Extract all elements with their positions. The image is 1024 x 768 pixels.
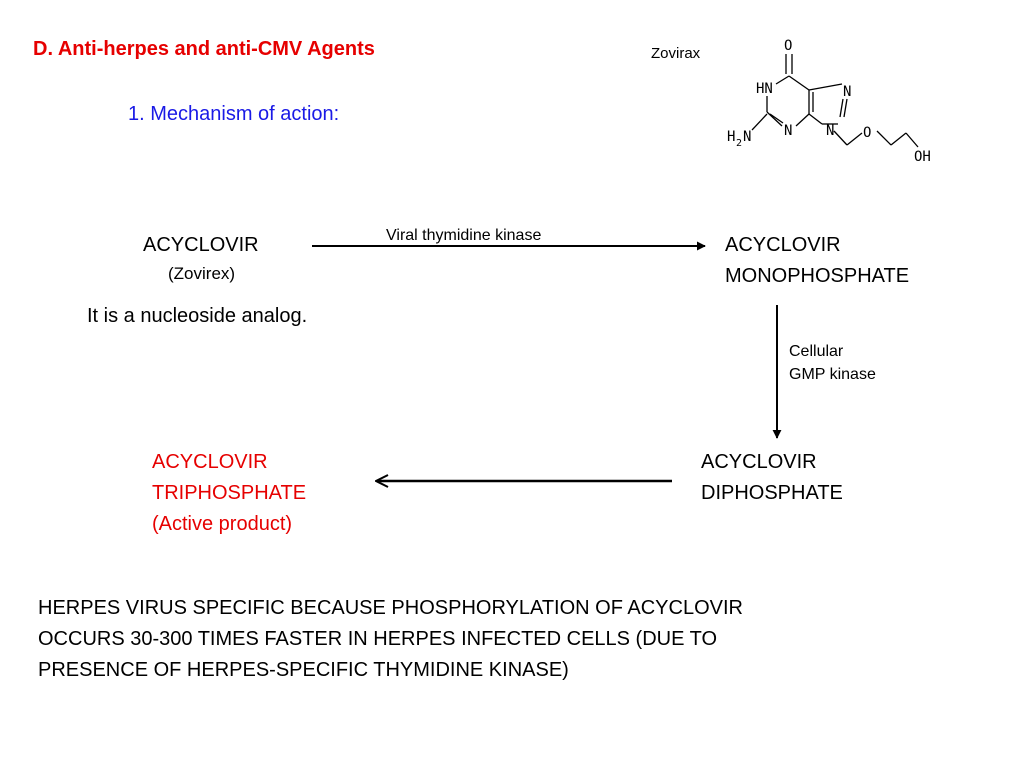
atom-amine-subscript: 2 bbox=[736, 138, 742, 149]
node-triphosphate-line1: ACYCLOVIR bbox=[152, 451, 268, 473]
atom-o-carbonyl: O bbox=[784, 38, 792, 54]
atom-hn: HN bbox=[756, 81, 773, 97]
node-diphosphate-line1: ACYCLOVIR bbox=[701, 451, 817, 473]
node-triphosphate-line2: TRIPHOSPHATE bbox=[152, 482, 307, 504]
atom-n-link: N bbox=[826, 123, 834, 139]
nucleoside-analog-note: It is a nucleoside analog. bbox=[87, 305, 308, 327]
node-acyclovir-name: ACYCLOVIR bbox=[143, 234, 259, 256]
atom-amine-n: N bbox=[743, 129, 751, 145]
enzyme-gmp-kinase-line2: GMP kinase bbox=[789, 366, 876, 383]
acyclovir-structure bbox=[751, 54, 919, 148]
node-acyclovir-brand: (Zovirex) bbox=[168, 264, 236, 283]
node-monophosphate-line1: ACYCLOVIR bbox=[725, 234, 841, 256]
atom-amine-h: H bbox=[727, 129, 735, 145]
section-subtitle: 1. Mechanism of action: bbox=[128, 103, 340, 125]
slide-title: D. Anti-herpes and anti-CMV Agents bbox=[33, 38, 375, 60]
node-monophosphate: ACYCLOVIR MONOPHOSPHATE bbox=[725, 230, 909, 292]
node-diphosphate-line2: DIPHOSPHATE bbox=[701, 482, 843, 504]
node-monophosphate-line2: MONOPHOSPHATE bbox=[725, 265, 910, 287]
enzyme-gmp-kinase: Cellular GMP kinase bbox=[789, 340, 876, 386]
atom-n-right: N bbox=[843, 84, 851, 100]
node-acyclovir: ACYCLOVIR bbox=[143, 230, 259, 261]
specificity-line-1: HERPES VIRUS SPECIFIC BECAUSE PHOSPHORYL… bbox=[38, 597, 743, 619]
atom-oh: OH bbox=[914, 149, 931, 165]
node-triphosphate-active-label: (Active product) bbox=[152, 513, 293, 535]
atom-n-ring: N bbox=[784, 123, 792, 139]
atom-o-ether: O bbox=[863, 125, 871, 141]
node-triphosphate: ACYCLOVIR TRIPHOSPHATE (Active product) bbox=[152, 447, 306, 540]
enzyme-gmp-kinase-line1: Cellular bbox=[789, 343, 844, 360]
specificity-line-3: PRESENCE OF HERPES-SPECIFIC THYMIDINE KI… bbox=[38, 659, 569, 681]
enzyme-viral-thymidine-kinase: Viral thymidine kinase bbox=[386, 227, 542, 244]
specificity-explanation: HERPES VIRUS SPECIFIC BECAUSE PHOSPHORYL… bbox=[38, 593, 743, 686]
structure-label: Zovirax bbox=[651, 45, 701, 62]
node-diphosphate: ACYCLOVIR DIPHOSPHATE bbox=[701, 447, 843, 509]
specificity-line-2: OCCURS 30-300 TIMES FASTER IN HERPES INF… bbox=[38, 628, 718, 650]
